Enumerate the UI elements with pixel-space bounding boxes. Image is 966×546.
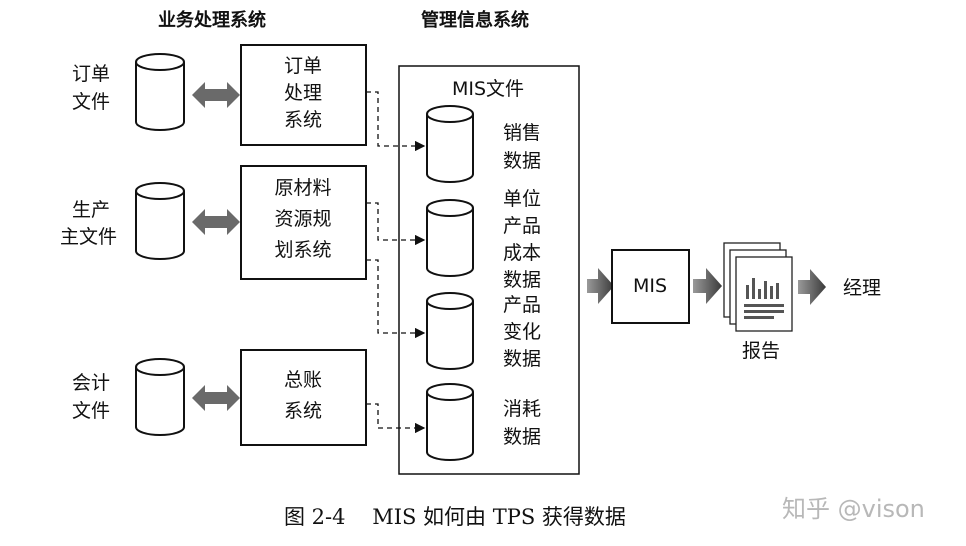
- material-resource-planning-system: 原材料 资源规 划系统: [240, 165, 367, 280]
- order-file: 订单 文件: [72, 53, 185, 131]
- unit-cost-line4: 数据: [503, 269, 541, 291]
- mis-to-report-arrow: [693, 268, 722, 304]
- consumption-line1: 消耗: [503, 398, 541, 420]
- dashed-connectors: [366, 91, 426, 434]
- unit-cost-line3: 成本: [503, 242, 541, 264]
- files-to-mis-arrow: [587, 268, 614, 304]
- sales-data-line1: 销售: [503, 122, 541, 144]
- order-system-line3: 系统: [284, 109, 322, 131]
- order-system-line2: 处理: [284, 82, 322, 104]
- accounting-file: 会计 文件: [72, 358, 185, 436]
- order-file-label-line1: 订单: [72, 63, 110, 85]
- production-file-label-line2: 主文件: [60, 226, 117, 248]
- mrp-system-line2: 资源规: [274, 208, 331, 230]
- unit-cost-data-store: 单位 产品 成本 数据: [426, 188, 541, 291]
- figure-caption: 图 2-4 MIS 如何由 TPS 获得数据: [284, 505, 626, 529]
- mis-header: 管理信息系统: [421, 9, 529, 31]
- tps-header: 业务处理系统: [158, 9, 266, 31]
- order-bidirectional-arrow: [192, 82, 240, 108]
- ledger-system-line2: 系统: [284, 400, 322, 422]
- zhihu-watermark: 知乎 @vison: [782, 495, 925, 523]
- mis-box: MIS: [611, 249, 690, 324]
- mrp-to-unitcost-connector: [366, 202, 426, 246]
- general-ledger-system: 总账 系统: [240, 349, 367, 446]
- accounting-file-label-line1: 会计: [72, 372, 110, 394]
- mrp-to-productchange-connector: [366, 259, 426, 339]
- ledger-system-line1: 总账: [284, 369, 322, 391]
- report-stack-icon: [723, 242, 793, 332]
- product-change-data-store: 产品 变化 数据: [426, 292, 541, 370]
- product-change-line3: 数据: [503, 348, 541, 370]
- production-file: 生产 主文件: [60, 182, 185, 260]
- mis-files-title: MIS文件: [452, 78, 524, 100]
- order-file-cylinder: [135, 53, 185, 131]
- consumption-data-store: 消耗 数据: [426, 383, 541, 461]
- order-to-sales-connector: [366, 91, 426, 152]
- product-change-line1: 产品: [503, 294, 541, 316]
- production-bidirectional-arrow: [192, 209, 240, 235]
- accounting-file-label-line2: 文件: [72, 400, 110, 422]
- unit-cost-line1: 单位: [503, 188, 541, 210]
- consumption-line2: 数据: [503, 426, 541, 448]
- mrp-system-line3: 划系统: [274, 239, 331, 261]
- accounting-bidirectional-arrow: [192, 385, 240, 411]
- mrp-system-line1: 原材料: [274, 177, 331, 199]
- order-processing-system: 订单 处理 系统: [240, 44, 367, 146]
- unit-cost-line2: 产品: [503, 215, 541, 237]
- sales-data-store: 销售 数据: [426, 105, 541, 183]
- sales-data-line2: 数据: [503, 150, 541, 172]
- manager-label: 经理: [843, 277, 881, 299]
- production-file-cylinder: [135, 182, 185, 260]
- product-change-line2: 变化: [503, 321, 541, 343]
- report-to-manager-arrow: [798, 269, 826, 305]
- mis-box-label: MIS: [633, 275, 667, 297]
- accounting-file-cylinder: [135, 358, 185, 436]
- report-label: 报告: [742, 340, 780, 362]
- order-system-line1: 订单: [284, 55, 322, 77]
- report-bar-graphic: [746, 278, 779, 299]
- order-file-label-line2: 文件: [72, 91, 110, 113]
- ledger-to-consumption-connector: [366, 403, 426, 434]
- production-file-label-line1: 生产: [72, 199, 110, 221]
- mis-files-container: MIS文件 销售 数据 单位 产品 成本 数据 产品 变化 数据: [398, 65, 580, 475]
